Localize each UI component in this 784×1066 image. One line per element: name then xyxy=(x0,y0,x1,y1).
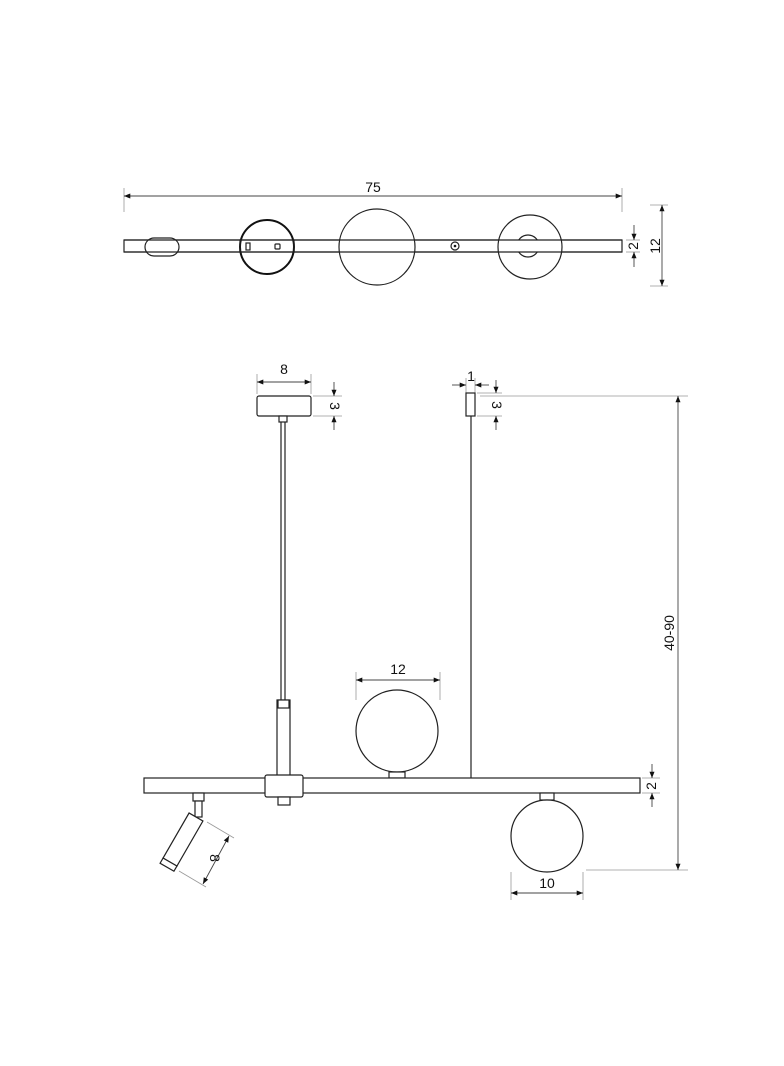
bar-height-label-front: 2 xyxy=(643,782,659,790)
top-cable-point xyxy=(450,241,460,251)
lower-globe-label: 10 xyxy=(539,875,555,891)
spotlight: 8 xyxy=(159,792,235,888)
drop-height-label: 40-90 xyxy=(661,615,677,651)
main-bar xyxy=(143,777,641,794)
canopy-width-label: 8 xyxy=(280,361,288,377)
width-label: 75 xyxy=(365,179,381,195)
depth-label: 12 xyxy=(647,238,663,254)
top-view: 75 2 12 xyxy=(123,179,668,287)
canopy-height-label: 3 xyxy=(327,402,343,410)
front-view: 8 3 1 3 40-90 12 xyxy=(143,361,688,900)
bar-height-label: 2 xyxy=(625,242,641,250)
lower-globe xyxy=(510,799,584,873)
spotlight-length-label: 8 xyxy=(207,854,223,862)
suspension-tube xyxy=(276,699,291,777)
anchor-width-label: 1 xyxy=(467,368,475,384)
upper-globe-label: 12 xyxy=(390,661,406,677)
ceiling-canopy xyxy=(256,395,312,417)
upper-globe xyxy=(355,689,439,773)
top-spotlight xyxy=(144,237,180,257)
top-canopy xyxy=(239,219,295,275)
anchor-height-label: 3 xyxy=(489,401,505,409)
central-connector xyxy=(264,774,304,798)
top-globe xyxy=(338,208,416,286)
cable-anchor xyxy=(465,392,476,417)
